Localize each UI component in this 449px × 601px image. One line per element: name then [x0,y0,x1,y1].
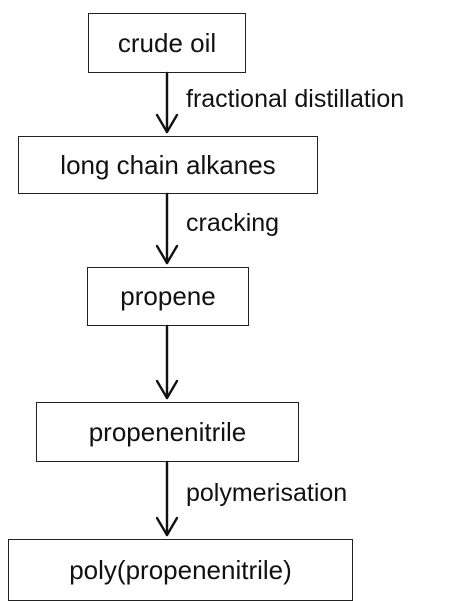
box-propenenitrile: propenenitrile [36,402,299,462]
arrow-polymerisation [155,460,179,537]
arrow-cracking [155,192,179,265]
arrow-fractional-distillation [155,71,179,134]
arrow-propene-to-propenenitrile [155,324,179,400]
label-fractional-distillation: fractional distillation [186,85,405,113]
box-label: poly(propenenitrile) [69,554,292,585]
label-cracking: cracking [186,209,280,237]
box-label: long chain alkanes [60,149,276,180]
box-label: crude oil [117,27,217,58]
box-label: propenenitrile [88,416,247,447]
box-poly-propenenitrile: poly(propenenitrile) [8,539,353,601]
box-propene: propene [87,267,249,326]
box-crude-oil: crude oil [88,13,246,73]
label-polymerisation: polymerisation [186,479,348,507]
box-label: propene [120,281,216,311]
